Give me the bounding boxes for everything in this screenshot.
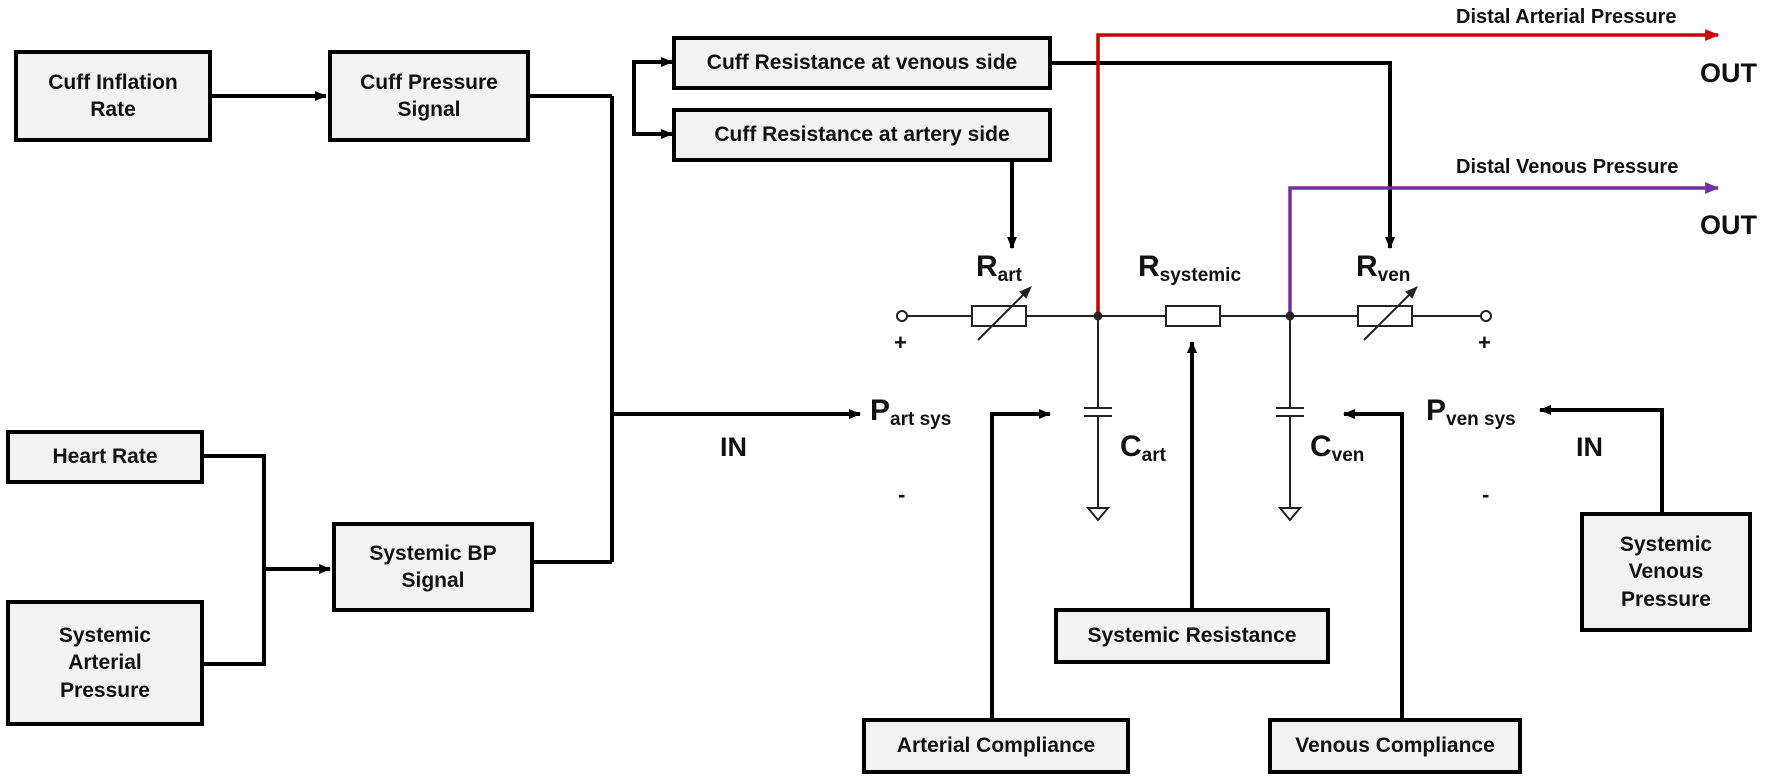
c-art-sub: art xyxy=(1141,445,1166,466)
r-systemic-sub: systemic xyxy=(1159,265,1242,286)
plus-left-terminal: + xyxy=(894,330,907,355)
r-ven-label: Rven xyxy=(1356,250,1410,287)
wire-cuff-ven-to-rven xyxy=(1052,61,1395,249)
minus-left-terminal: - xyxy=(898,482,906,507)
p-ven-sys-sub: ven sys xyxy=(1446,409,1516,430)
heart-rate-box: Heart Rate xyxy=(6,430,204,484)
cuff-resistance-artery-box: Cuff Resistance at artery side xyxy=(672,108,1052,162)
wire-to-cuff-res-venous xyxy=(632,57,673,96)
cuff-inflation-rate-box: Cuff Inflation Rate xyxy=(14,50,212,142)
cuff-pressure-signal-box: Cuff Pressure Signal xyxy=(328,50,530,142)
r-art-label: Rart xyxy=(976,250,1022,287)
p-ven-sys-main: P xyxy=(1426,394,1447,427)
minus-right-terminal: - xyxy=(1482,482,1490,507)
p-art-sys-sub: art sys xyxy=(890,409,952,430)
line-distal-venous xyxy=(1288,182,1720,313)
r-systemic-label: Rsystemic xyxy=(1138,250,1241,287)
c-art-label: Cart xyxy=(1120,430,1166,467)
arterial-compliance-box: Arterial Compliance xyxy=(862,718,1130,774)
r-ven-sub: ven xyxy=(1377,265,1411,286)
wire-to-cuff-res-artery xyxy=(632,96,673,139)
r-systemic-main: R xyxy=(1138,250,1160,283)
wire-heart-rate xyxy=(204,454,266,666)
line-distal-arterial xyxy=(1096,29,1720,313)
out-venous-label: OUT xyxy=(1700,210,1757,240)
distal-venous-pressure-label: Distal Venous Pressure xyxy=(1456,156,1679,178)
r-art-main: R xyxy=(976,250,998,283)
systemic-venous-pressure-box: Systemic Venous Pressure xyxy=(1580,512,1752,632)
in-arterial-label: IN xyxy=(720,432,747,462)
wire-systemic-venous-pressure xyxy=(1539,405,1664,512)
distal-arterial-pressure-label: Distal Arterial Pressure xyxy=(1456,6,1677,28)
wire-venous-compliance xyxy=(1343,409,1404,718)
c-ven-label: Cven xyxy=(1310,430,1364,467)
c-ven-main: C xyxy=(1310,430,1332,463)
systemic-resistance-box: Systemic Resistance xyxy=(1054,608,1330,664)
circuit xyxy=(896,286,1492,522)
p-art-sys-main: P xyxy=(870,394,891,427)
p-art-sys-label: Part sys xyxy=(870,394,951,431)
r-art-sub: art xyxy=(997,265,1022,286)
c-ven-sub: ven xyxy=(1331,445,1365,466)
in-venous-label: IN xyxy=(1576,432,1603,462)
out-arterial-label: OUT xyxy=(1700,58,1757,88)
r-ven-main: R xyxy=(1356,250,1378,283)
plus-right-terminal: + xyxy=(1478,330,1491,355)
p-ven-sys-label: Pven sys xyxy=(1426,394,1516,431)
systemic-bp-signal-box: Systemic BP Signal xyxy=(332,522,534,612)
venous-compliance-box: Venous Compliance xyxy=(1268,718,1522,774)
systemic-arterial-pressure-box: Systemic Arterial Pressure xyxy=(6,600,204,726)
cuff-resistance-venous-box: Cuff Resistance at venous side xyxy=(672,36,1052,90)
wire-arterial-compliance xyxy=(990,409,1051,718)
c-art-main: C xyxy=(1120,430,1142,463)
